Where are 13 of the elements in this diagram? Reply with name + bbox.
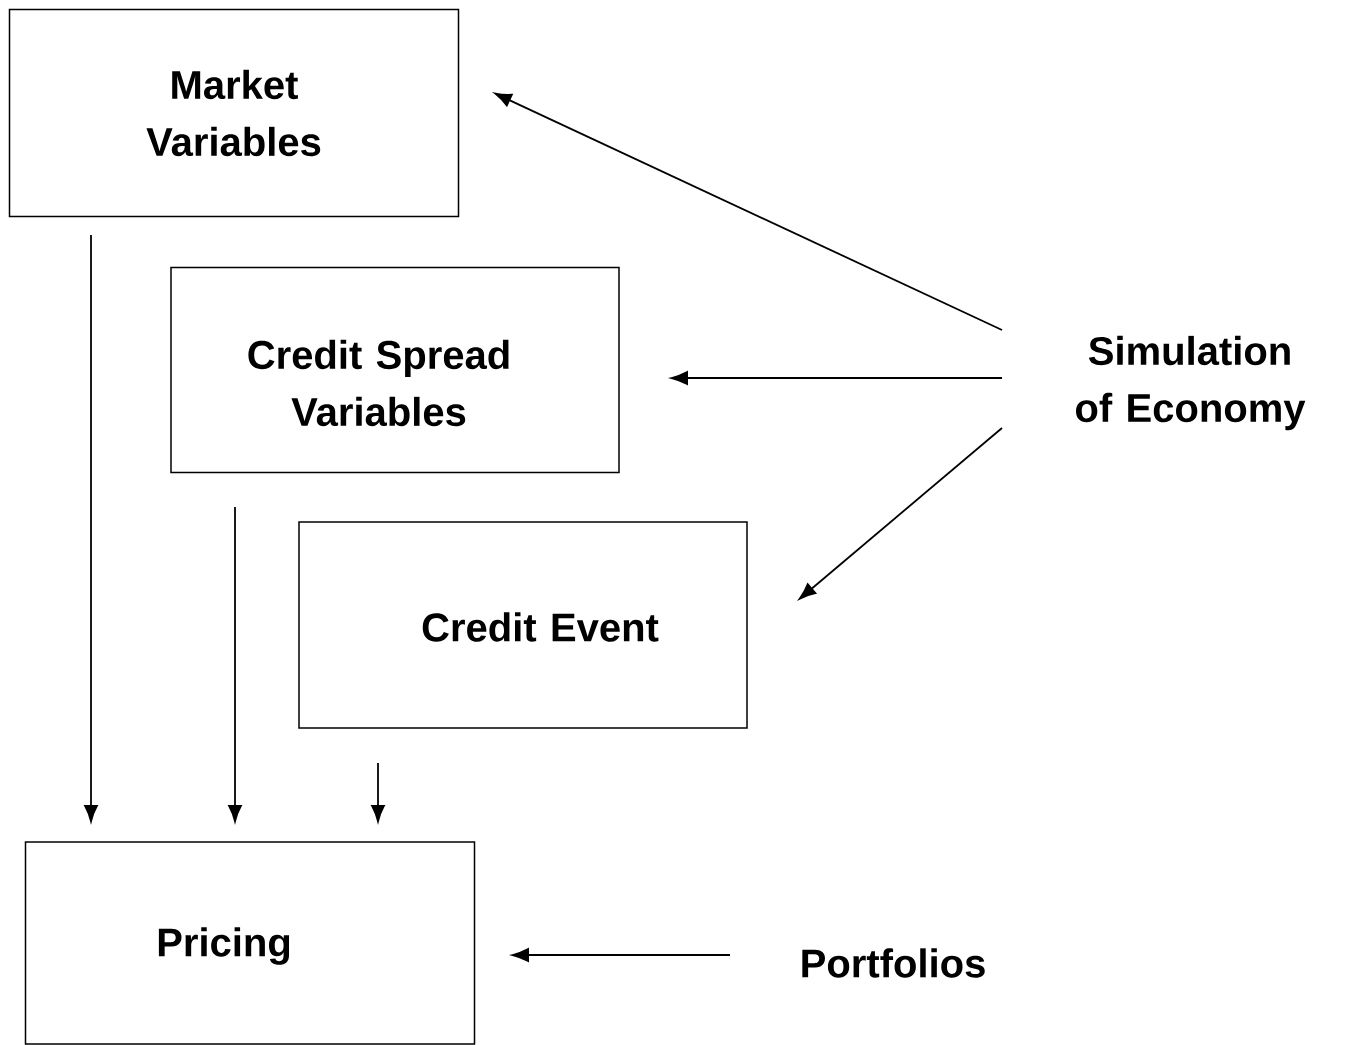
arrow <box>511 948 731 962</box>
process-box: Credit Event <box>298 521 748 729</box>
arrow <box>494 92 1003 331</box>
arrow <box>84 234 98 823</box>
node-label: Simulation of Economy <box>1076 335 1306 431</box>
process-box: Market Variables <box>8 8 460 218</box>
arrow <box>371 762 385 823</box>
arrow <box>228 506 242 823</box>
arrow <box>798 427 1003 600</box>
node-label: Portfolios <box>802 948 985 978</box>
arrow <box>670 371 1003 385</box>
process-box: Credit Spread Variables <box>170 266 620 474</box>
process-box: Pricing <box>24 841 476 1045</box>
